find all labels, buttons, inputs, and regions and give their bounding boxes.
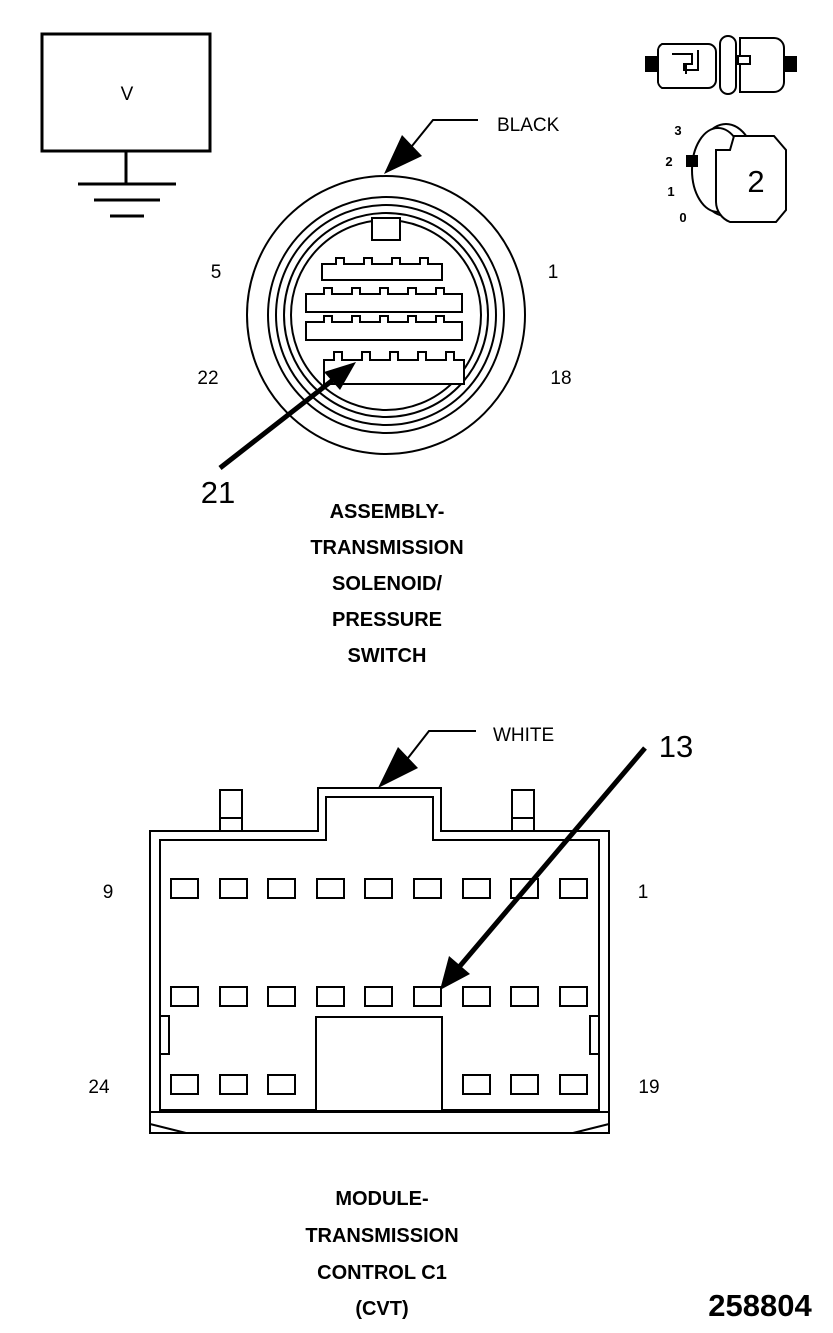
tcm-color-label: WHITE	[493, 725, 554, 746]
tcm-title-line-4: (CVT)	[355, 1298, 408, 1320]
tcm-pin-1-label: 1	[638, 882, 649, 903]
ignition-position-3: 3	[674, 123, 681, 138]
solenoid-pin-5-label: 5	[211, 262, 222, 283]
ignition-key-icon	[686, 123, 787, 223]
solenoid-pin-1-label: 1	[548, 262, 559, 283]
tcm-callout-pin: 13	[659, 729, 693, 764]
tcm-connector-face	[149, 787, 610, 1134]
ignition-position-1: 1	[667, 184, 674, 199]
tcm-title-line-2: TRANSMISSION	[305, 1225, 458, 1247]
tcm-pin-9-label: 9	[103, 882, 114, 903]
solenoid-color-label: BLACK	[497, 115, 560, 136]
solenoid-title-line-3: SOLENOID/	[332, 573, 442, 595]
solenoid-pin-22-label: 22	[197, 368, 218, 389]
ignition-position-2: 2	[665, 154, 672, 169]
tcm-title-line-3: CONTROL C1	[317, 1262, 447, 1284]
ignition-position-0: 0	[679, 210, 686, 225]
voltmeter-symbol: V	[121, 84, 134, 105]
voltmeter-icon	[40, 32, 212, 218]
ignition-key-position: 2	[747, 164, 764, 199]
pin-13-arrow	[440, 956, 470, 990]
solenoid-title-line-2: TRANSMISSION	[310, 537, 463, 559]
solenoid-connector-face	[246, 175, 526, 455]
solenoid-pin-18-label: 18	[550, 368, 571, 389]
solenoid-title-line-1: ASSEMBLY-	[330, 501, 445, 523]
tcm-pin-24-label: 24	[88, 1077, 110, 1098]
solenoid-callout-pin: 21	[201, 475, 235, 510]
tcm-pin-cavities	[170, 878, 588, 1095]
figure-number: 258804	[708, 1288, 812, 1323]
black-label-arrow	[384, 135, 422, 174]
tcm-pin-19-label: 19	[638, 1077, 659, 1098]
pin-21-arrow	[324, 362, 356, 390]
connector-plug-icon	[645, 35, 797, 95]
tcm-title-line-1: MODULE-	[335, 1188, 428, 1210]
white-label-arrow	[378, 747, 418, 788]
solenoid-title-line-4: PRESSURE	[332, 609, 442, 631]
solenoid-title-line-5: SWITCH	[348, 645, 427, 667]
